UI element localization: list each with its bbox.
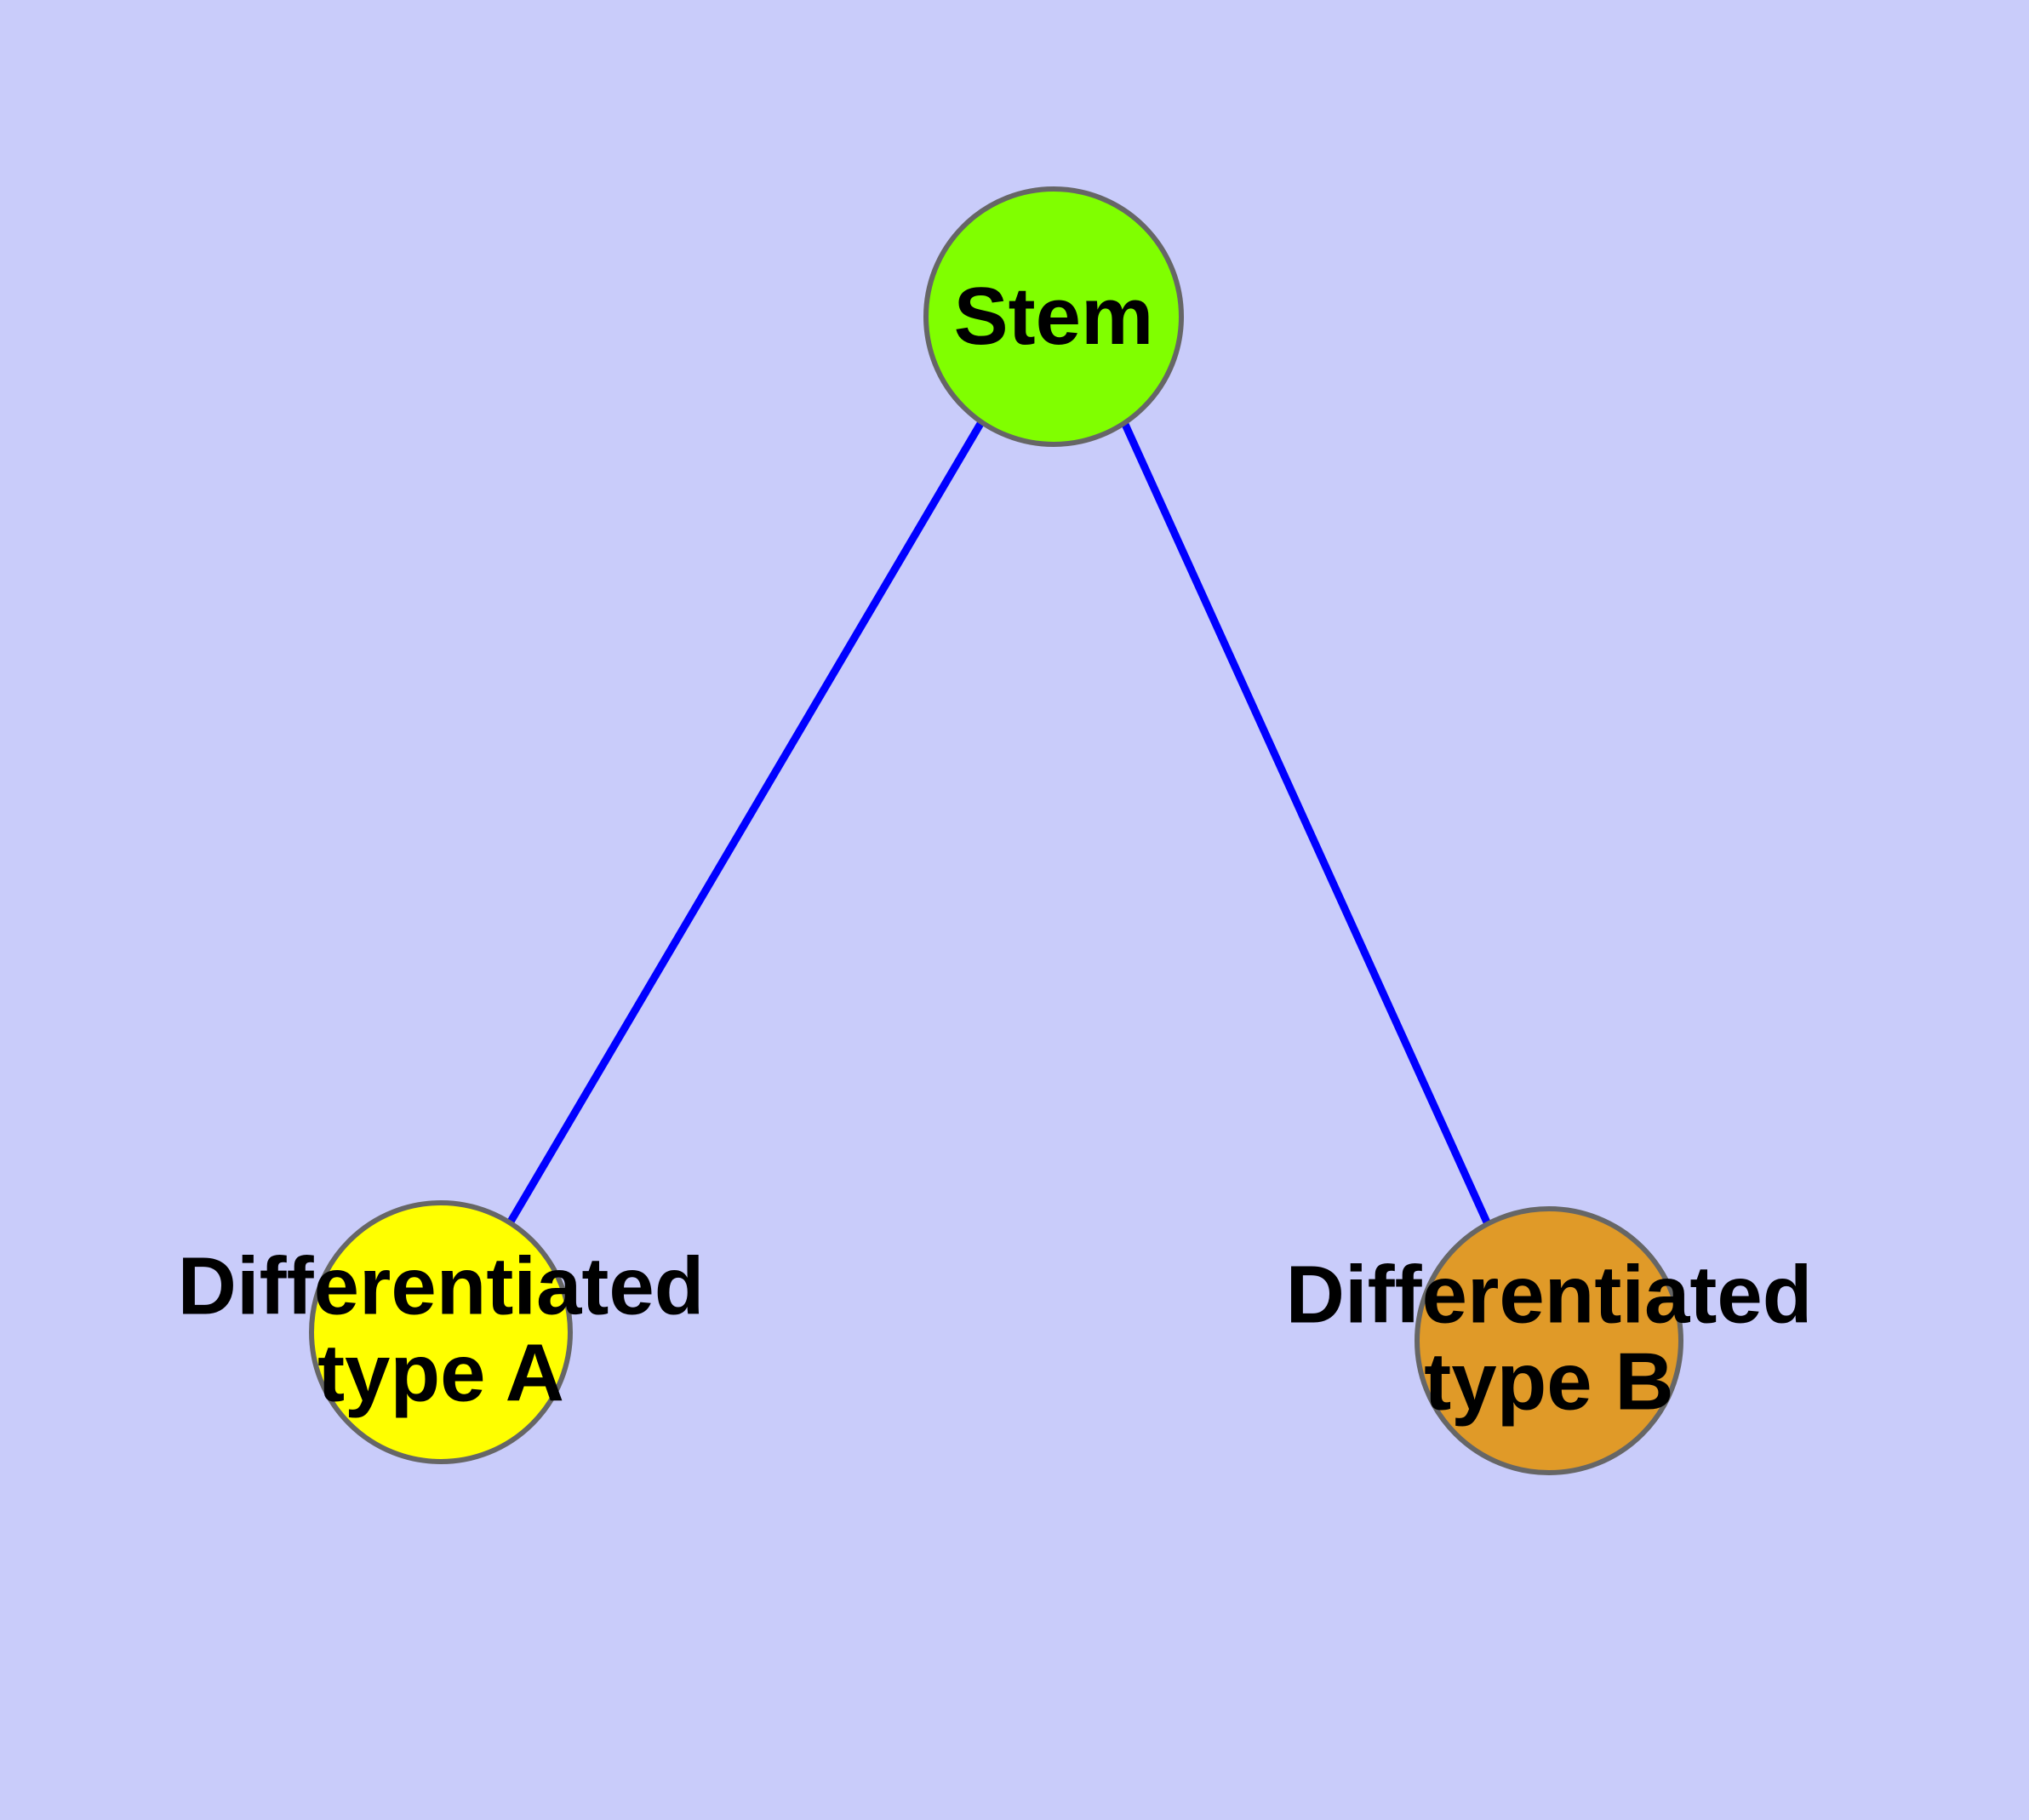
edges-layer xyxy=(507,419,1492,1226)
nodes-layer xyxy=(309,186,1683,1475)
node-differentiated-type-a[interactable] xyxy=(309,1200,573,1464)
node-stem[interactable] xyxy=(923,186,1184,447)
edge-stem-to-differentiated-type-a[interactable] xyxy=(507,420,985,1224)
edge-stem-to-differentiated-type-b[interactable] xyxy=(1119,419,1492,1226)
node-differentiated-type-b[interactable] xyxy=(1415,1206,1683,1475)
